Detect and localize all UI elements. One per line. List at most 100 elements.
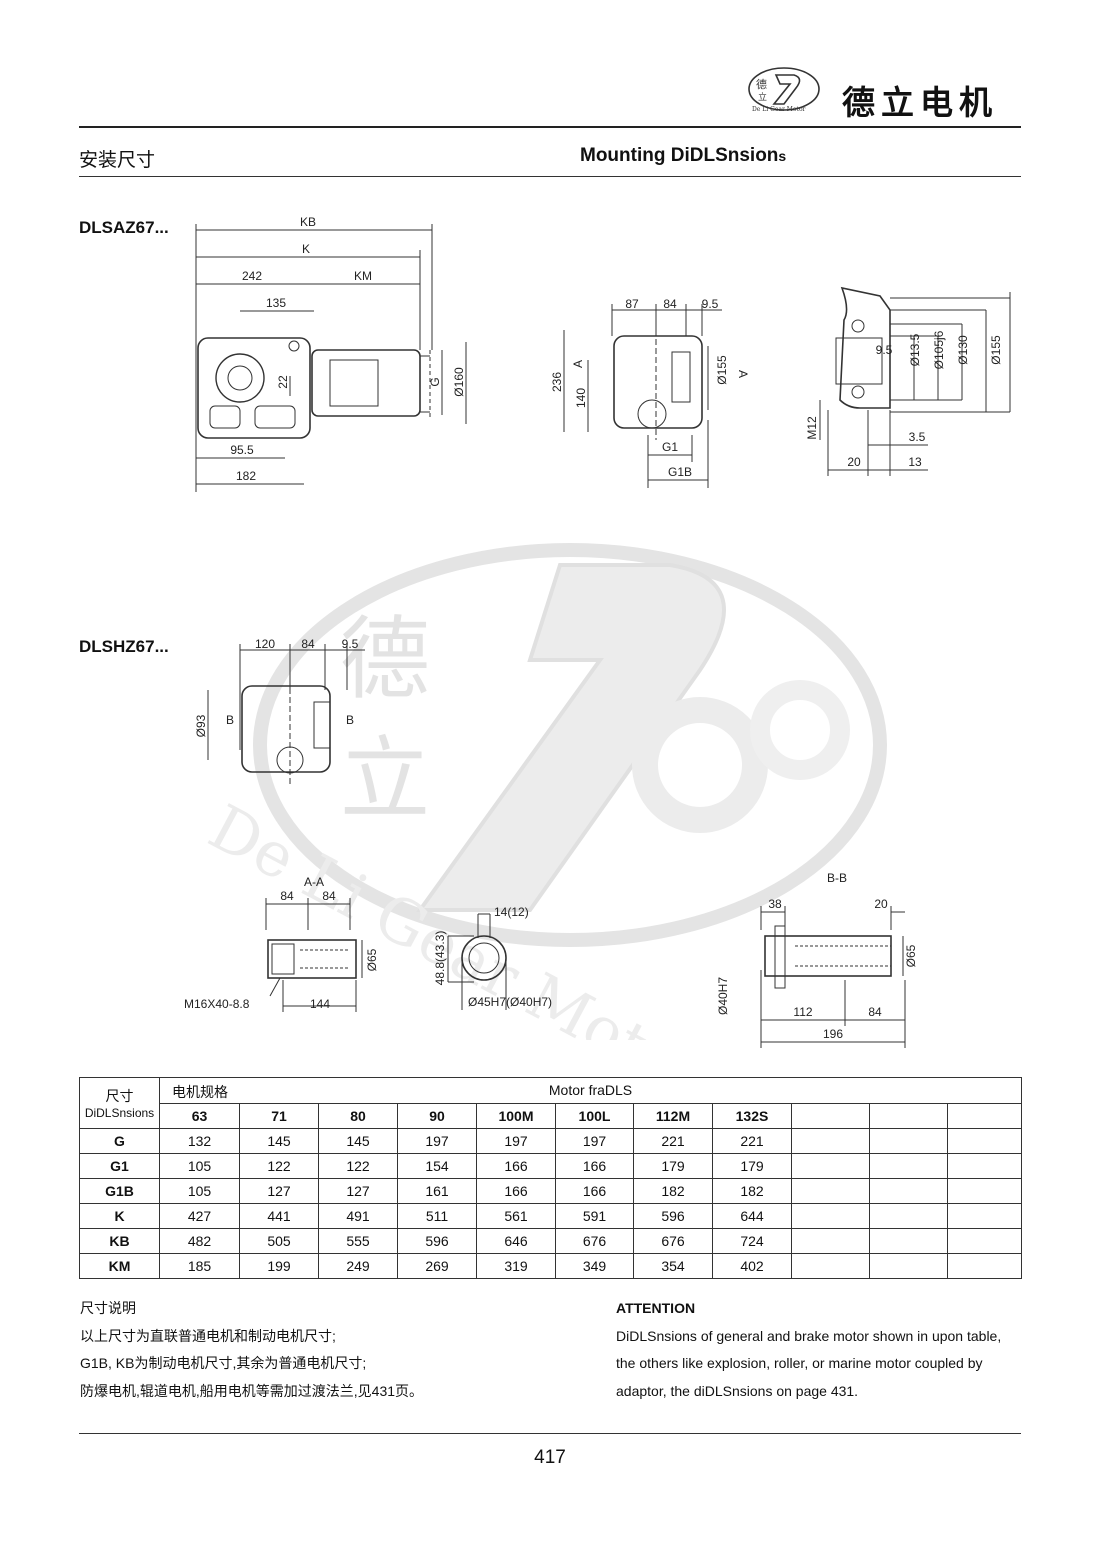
notes-cn-title: 尺寸说明 [80, 1300, 136, 1316]
dim-84: 84 [663, 297, 677, 311]
dim-g1: G1 [662, 440, 678, 454]
col-header [946, 1102, 1023, 1129]
dim-140: 140 [574, 388, 588, 408]
table-cell: 491 [318, 1203, 398, 1229]
col-header: 80 [318, 1102, 398, 1129]
row-label: G [79, 1128, 160, 1154]
table-cell: 402 [712, 1253, 792, 1279]
table-cell: 166 [555, 1178, 634, 1204]
dim-144: 144 [310, 997, 330, 1011]
table-cell: 127 [318, 1178, 398, 1204]
table-cell: 505 [239, 1228, 319, 1254]
table-cell: 122 [239, 1153, 319, 1179]
table-cell [869, 1253, 948, 1279]
dim-20: 20 [847, 455, 861, 469]
col-header: 112M [633, 1102, 713, 1129]
motor-frame-group: 电机规格 Motor fraDLS [158, 1077, 1023, 1103]
dim-38: 38 [768, 897, 782, 911]
dim-aa-d65: Ø65 [365, 948, 379, 971]
header-rule [79, 126, 1021, 128]
logo-char-2: 立 [758, 91, 767, 103]
section-title-cn: 安装尺寸 [79, 150, 156, 171]
dim-d155: Ø155 [715, 355, 729, 385]
dim-9-5-hz: 9.5 [342, 637, 359, 651]
dim-84-bb: 84 [868, 1005, 882, 1019]
table-cell: 354 [633, 1253, 713, 1279]
notes-cn: 尺寸说明 以上尺寸为直联普通电机和制动电机尺寸; G1B, KB为制动电机尺寸,… [80, 1295, 423, 1405]
dim-48-8: 48.8(43.3) [433, 931, 447, 986]
table-cell: 182 [633, 1178, 713, 1204]
dim-242: 242 [242, 269, 262, 283]
brand-name: 德立电机 [842, 83, 998, 122]
dim-d93: Ø93 [194, 714, 208, 737]
table-cell: 145 [239, 1128, 319, 1154]
table-cell: 427 [159, 1203, 240, 1229]
dim-bb-d65: Ø65 [904, 944, 918, 967]
col-header: 100M [476, 1102, 556, 1129]
keyway-detail: 14(12) 48.8(43.3) Ø45H7(Ø40H7) [433, 905, 552, 1010]
dim-95-5: 95.5 [230, 443, 254, 457]
table-cell [869, 1178, 948, 1204]
dim-135: 135 [266, 296, 286, 310]
dim-112: 112 [793, 1005, 812, 1019]
dim-km: KM [354, 269, 372, 283]
table-cell [869, 1228, 948, 1254]
dim-aa-84b: 84 [322, 889, 336, 903]
table-cell [946, 1153, 1023, 1179]
table-cell: 154 [397, 1153, 477, 1179]
notes-cn-line: G1B, KB为制动电机尺寸,其余为普通电机尺寸; [80, 1355, 367, 1371]
row-label: K [79, 1203, 160, 1229]
table-cell: 166 [555, 1153, 634, 1179]
table-cell [869, 1128, 948, 1154]
drawing-1-flange: 9.5 Ø13.5 Ø105j6 Ø130 Ø155 M12 3.5 20 13 [805, 286, 1011, 476]
table-cell [791, 1228, 870, 1254]
table-cell: 676 [633, 1228, 713, 1254]
notes-en-title: ATTENTION [616, 1300, 696, 1316]
table-cell [946, 1203, 1023, 1229]
dim-3-5: 3.5 [909, 430, 926, 444]
table-cell: 561 [476, 1203, 556, 1229]
table-cell: 197 [555, 1128, 634, 1154]
table-cell: 482 [159, 1228, 240, 1254]
group-en: Motor fraDLS [548, 1082, 633, 1099]
dim-236: 236 [550, 372, 564, 392]
brand-logo: 德 立 De Li Gear Motor [746, 66, 822, 113]
dim-14-12: 14(12) [494, 905, 529, 919]
page-number: 417 [534, 1447, 566, 1468]
row-label: KB [79, 1228, 160, 1254]
section-bb-title: B-B [827, 871, 847, 885]
drawing-2-side: 120 84 9.5 Ø93 B B [194, 637, 365, 785]
section-mark-b-left: B [226, 713, 234, 727]
dim-d40h7: Ø40H7 [716, 977, 730, 1015]
table-row: KB 482 505 555 596 646 676 676 724 [79, 1228, 1023, 1254]
table-cell: 221 [712, 1128, 792, 1154]
corner-en: DiDLSnsions [84, 1106, 155, 1120]
dim-m12: M12 [805, 416, 819, 440]
table-cell [791, 1203, 870, 1229]
col-header: 90 [397, 1102, 477, 1129]
table-cell: 105 [159, 1153, 240, 1179]
notes-en-line: DiDLSnsions of general and brake motor s… [616, 1327, 1002, 1344]
notes-cn-line: 以上尺寸为直联普通电机和制动电机尺寸; [80, 1327, 336, 1344]
table-cell: 179 [633, 1153, 713, 1179]
dim-d45h7: Ø45H7(Ø40H7) [468, 995, 552, 1009]
drawing-1-side: 87 84 9.5 A A 236 140 Ø155 G1 G1B [550, 297, 748, 488]
table-cell: 349 [555, 1253, 634, 1279]
table-cell: 161 [397, 1178, 477, 1204]
notes-en-line: adaptor, the diDLSnsions on page 431. [616, 1382, 859, 1399]
table-cell [946, 1178, 1023, 1204]
table-cell: 182 [712, 1178, 792, 1204]
table-cell [791, 1153, 870, 1179]
table-cell: 596 [397, 1228, 477, 1254]
col-header [791, 1102, 870, 1129]
section-rule [79, 176, 1021, 177]
dim-9-5b: 9.5 [876, 343, 893, 357]
table-cell: 122 [318, 1153, 398, 1179]
table-cell [791, 1253, 870, 1279]
dim-d160: Ø160 [452, 367, 466, 397]
dim-k: K [302, 242, 310, 256]
table-cell: 591 [555, 1203, 634, 1229]
table-header-row-1: 尺寸 DiDLSnsions 电机规格 Motor fraDLS [79, 1077, 1023, 1129]
table-row: G 132 145 145 197 197 197 221 221 [79, 1128, 1023, 1154]
table-cell: 199 [239, 1253, 319, 1279]
